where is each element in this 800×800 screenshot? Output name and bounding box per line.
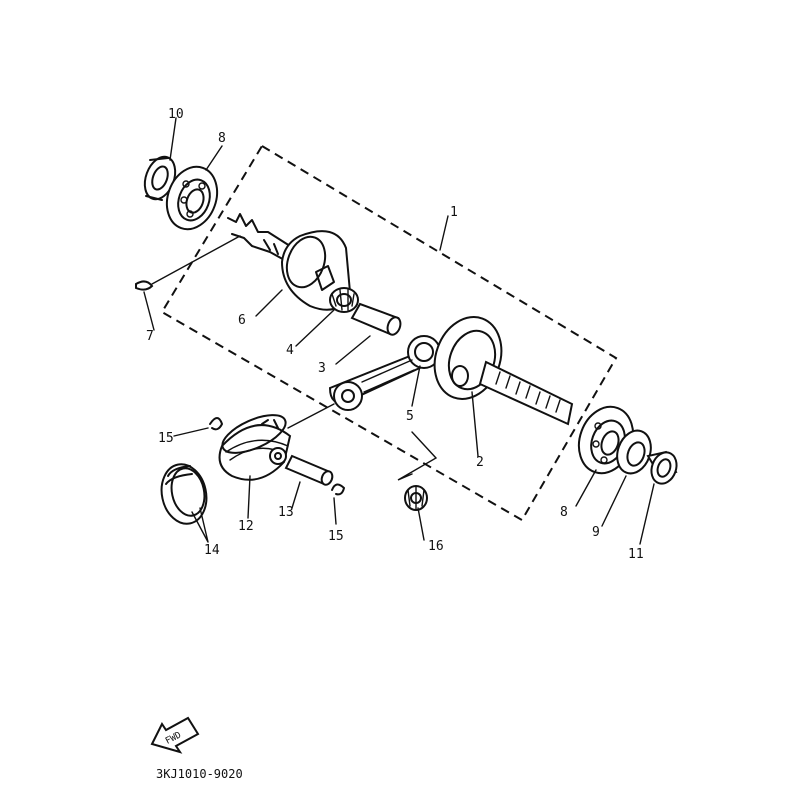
woodruff-key (135, 280, 154, 291)
figure-code: 3KJ1010-9020 (156, 767, 243, 781)
leader-lines (143, 117, 655, 545)
forward-direction-arrow: FWD (150, 716, 200, 754)
label-part-2: 2 (476, 455, 484, 470)
label-part-9: 9 (592, 525, 600, 540)
label-part-12: 12 (238, 519, 254, 534)
label-part-5: 5 (406, 409, 414, 424)
key-leader (151, 235, 241, 285)
piston-pin (284, 454, 334, 486)
crank-right-half (433, 316, 574, 426)
crankshaft-assembly-boundary (160, 144, 618, 522)
label-part-3: 3 (318, 361, 326, 376)
needle-bearing-crank (329, 287, 359, 313)
label-part-7: 7 (146, 329, 154, 344)
circlip-lower (331, 483, 345, 496)
circlip-upper (209, 417, 223, 431)
label-part-6: 6 (238, 313, 246, 328)
bearing-left (165, 165, 219, 231)
label-part-16: 16 (428, 539, 444, 554)
piston (218, 414, 292, 481)
label-part-8-right: 8 (560, 505, 568, 520)
crank-pin (350, 302, 402, 336)
crank-left-half (227, 213, 352, 311)
label-part-8-left: 8 (218, 131, 226, 146)
label-part-14: 14 (204, 543, 220, 558)
needle-bearing-small-end (404, 485, 428, 511)
piston-rings (160, 463, 208, 525)
collar (646, 450, 678, 485)
label-part-15-upper: 15 (158, 431, 174, 446)
label-part-4: 4 (286, 343, 294, 358)
oil-seal-left (143, 155, 177, 201)
label-part-13: 13 (278, 505, 294, 520)
label-part-15-lower: 15 (328, 529, 344, 544)
label-part-10: 10 (168, 107, 184, 122)
connecting-rod (328, 335, 441, 411)
label-part-11: 11 (628, 547, 644, 562)
piston-leader (287, 403, 335, 429)
label-part-1: 1 (450, 205, 458, 220)
